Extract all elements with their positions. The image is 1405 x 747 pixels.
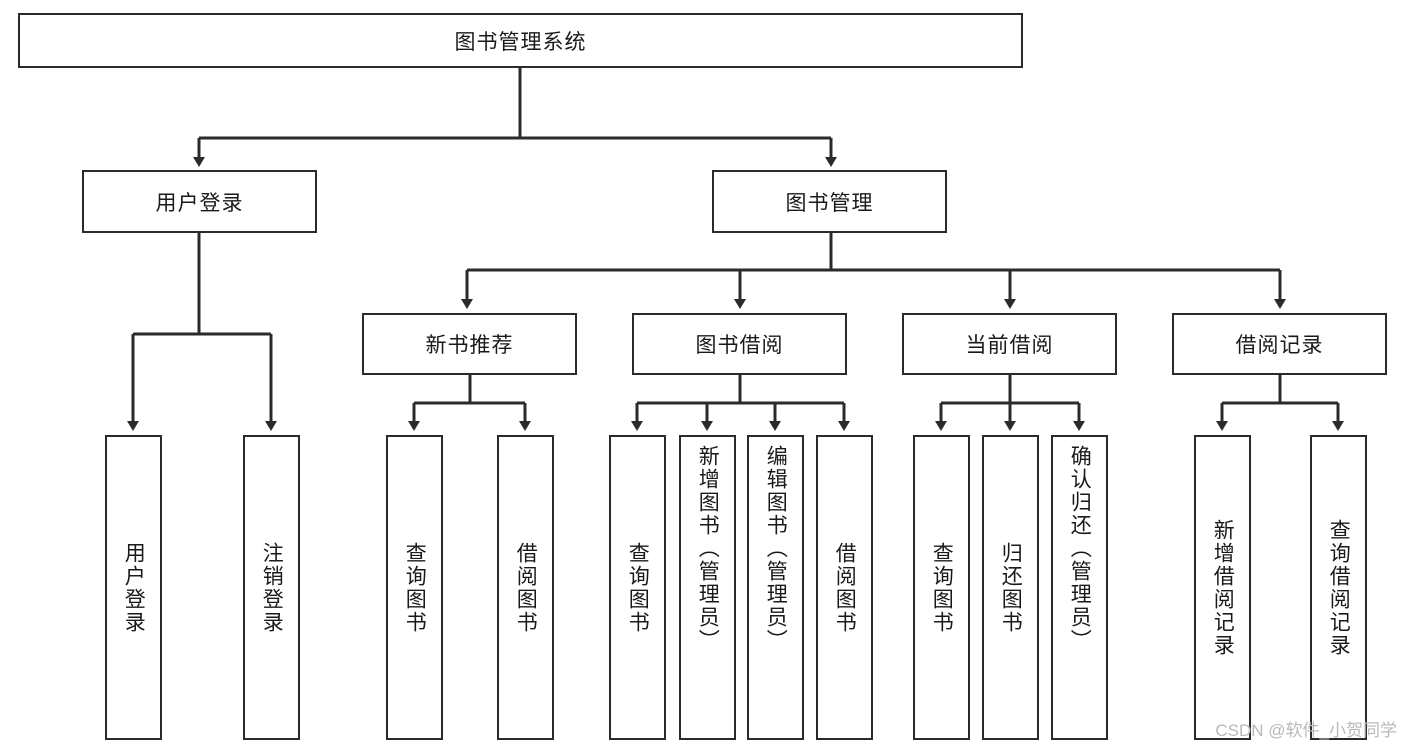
leaf-confirm-return-admin-label: 确认归还（管理员） bbox=[1068, 445, 1092, 652]
node-book-borrow-label: 图书借阅 bbox=[695, 334, 784, 357]
leaf-query-borrow-record-label: 查询借阅记录 bbox=[1327, 518, 1351, 657]
node-new-book-recommend-label: 新书推荐 bbox=[425, 334, 514, 357]
node-user-login[interactable]: 用户登录 bbox=[82, 170, 317, 233]
csdn-watermark: CSDN @软件_小贺同学 bbox=[1215, 721, 1397, 740]
node-current-borrow[interactable]: 当前借阅 bbox=[902, 313, 1117, 375]
leaf-add-borrow-record-label: 新增借阅记录 bbox=[1211, 518, 1235, 657]
node-user-login-label: 用户登录 bbox=[155, 191, 244, 215]
leaf-edit-book-admin-label: 编辑图书（管理员） bbox=[764, 445, 788, 652]
node-book-borrow[interactable]: 图书借阅 bbox=[632, 313, 847, 375]
node-book-management-label: 图书管理 bbox=[785, 191, 874, 215]
leaf-borrow-book-1[interactable]: 借阅图书 bbox=[497, 435, 554, 740]
leaf-query-book-3-label: 查询图书 bbox=[930, 541, 954, 634]
leaf-add-book-admin-label: 新增图书（管理员） bbox=[696, 445, 720, 652]
leaf-query-borrow-record[interactable]: 查询借阅记录 bbox=[1310, 435, 1367, 740]
leaf-borrow-book-2[interactable]: 借阅图书 bbox=[816, 435, 873, 740]
leaf-confirm-return-admin[interactable]: 确认归还（管理员） bbox=[1051, 435, 1108, 740]
node-borrow-record-label: 借阅记录 bbox=[1235, 334, 1324, 357]
leaf-add-book-admin[interactable]: 新增图书（管理员） bbox=[679, 435, 736, 740]
leaf-user-login-label: 用户登录 bbox=[122, 541, 146, 634]
leaf-logout-login[interactable]: 注销登录 bbox=[243, 435, 300, 740]
leaf-query-book-3[interactable]: 查询图书 bbox=[913, 435, 970, 740]
leaf-return-book[interactable]: 归还图书 bbox=[982, 435, 1039, 740]
leaf-add-borrow-record[interactable]: 新增借阅记录 bbox=[1194, 435, 1251, 740]
node-new-book-recommend[interactable]: 新书推荐 bbox=[362, 313, 577, 375]
leaf-return-book-label: 归还图书 bbox=[999, 541, 1023, 634]
leaf-borrow-book-2-label: 借阅图书 bbox=[833, 541, 857, 634]
node-current-borrow-label: 当前借阅 bbox=[965, 334, 1054, 357]
node-borrow-record[interactable]: 借阅记录 bbox=[1172, 313, 1387, 375]
leaf-query-book-1-label: 查询图书 bbox=[403, 541, 427, 634]
node-root[interactable]: 图书管理系统 bbox=[18, 13, 1023, 68]
leaf-logout-login-label: 注销登录 bbox=[260, 541, 284, 634]
leaf-user-login[interactable]: 用户登录 bbox=[105, 435, 162, 740]
leaf-query-book-2-label: 查询图书 bbox=[626, 541, 650, 634]
leaf-edit-book-admin[interactable]: 编辑图书（管理员） bbox=[747, 435, 804, 740]
node-root-label: 图书管理系统 bbox=[454, 30, 587, 54]
node-book-management[interactable]: 图书管理 bbox=[712, 170, 947, 233]
leaf-query-book-1[interactable]: 查询图书 bbox=[386, 435, 443, 740]
leaf-query-book-2[interactable]: 查询图书 bbox=[609, 435, 666, 740]
leaf-borrow-book-1-label: 借阅图书 bbox=[514, 541, 538, 634]
